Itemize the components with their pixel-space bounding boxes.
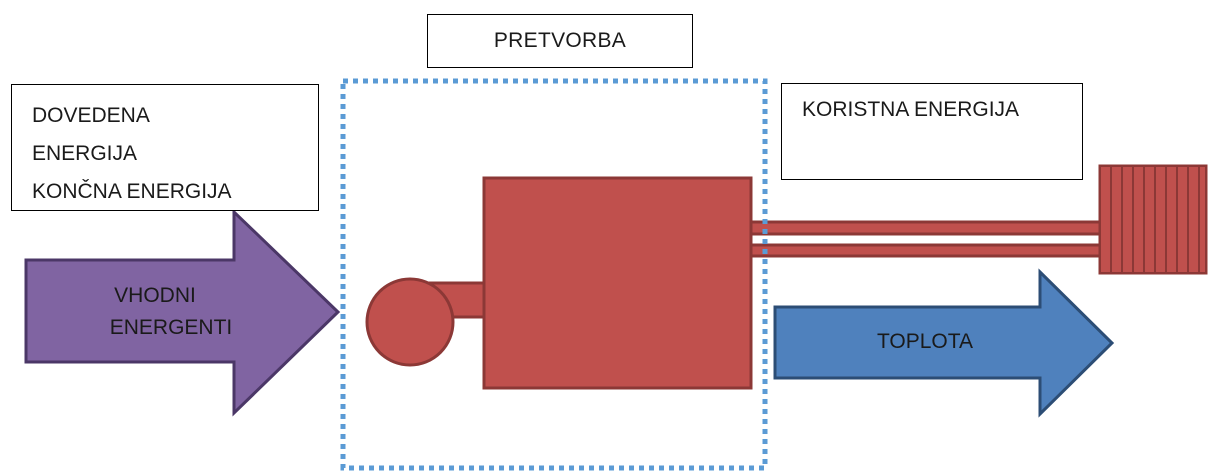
final-energy-label: KONČNA ENERGIJA	[32, 180, 232, 203]
useful-energy-box: KORISTNA ENERGIJA	[781, 83, 1083, 180]
conversion-title-box: PRETVORBA	[427, 14, 693, 68]
heat-arrow-label: TOPLOTA	[877, 330, 973, 353]
useful-energy-label: KORISTNA ENERGIJA	[802, 98, 1020, 121]
supply-pipe	[749, 220, 1103, 236]
input-energy-arrow	[24, 208, 341, 417]
supplied-energy-line2: ENERGIJA	[32, 142, 138, 165]
conversion-boundary	[340, 78, 768, 471]
boiler-body	[482, 176, 753, 390]
input-arrow-label-line2: ENERGENTI	[110, 316, 233, 339]
conversion-title: PRETVORBA	[493, 29, 627, 52]
radiator	[1098, 164, 1208, 275]
supplied-energy-line1: DOVEDENA	[32, 104, 150, 127]
input-arrow-label-line1: VHODNI	[114, 284, 196, 307]
supplied-energy-box: DOVEDENA ENERGIJA KONČNA ENERGIJA	[11, 84, 319, 211]
boiler-tank	[365, 277, 455, 367]
return-pipe	[749, 243, 1103, 258]
heat-output-arrow	[773, 268, 1115, 418]
